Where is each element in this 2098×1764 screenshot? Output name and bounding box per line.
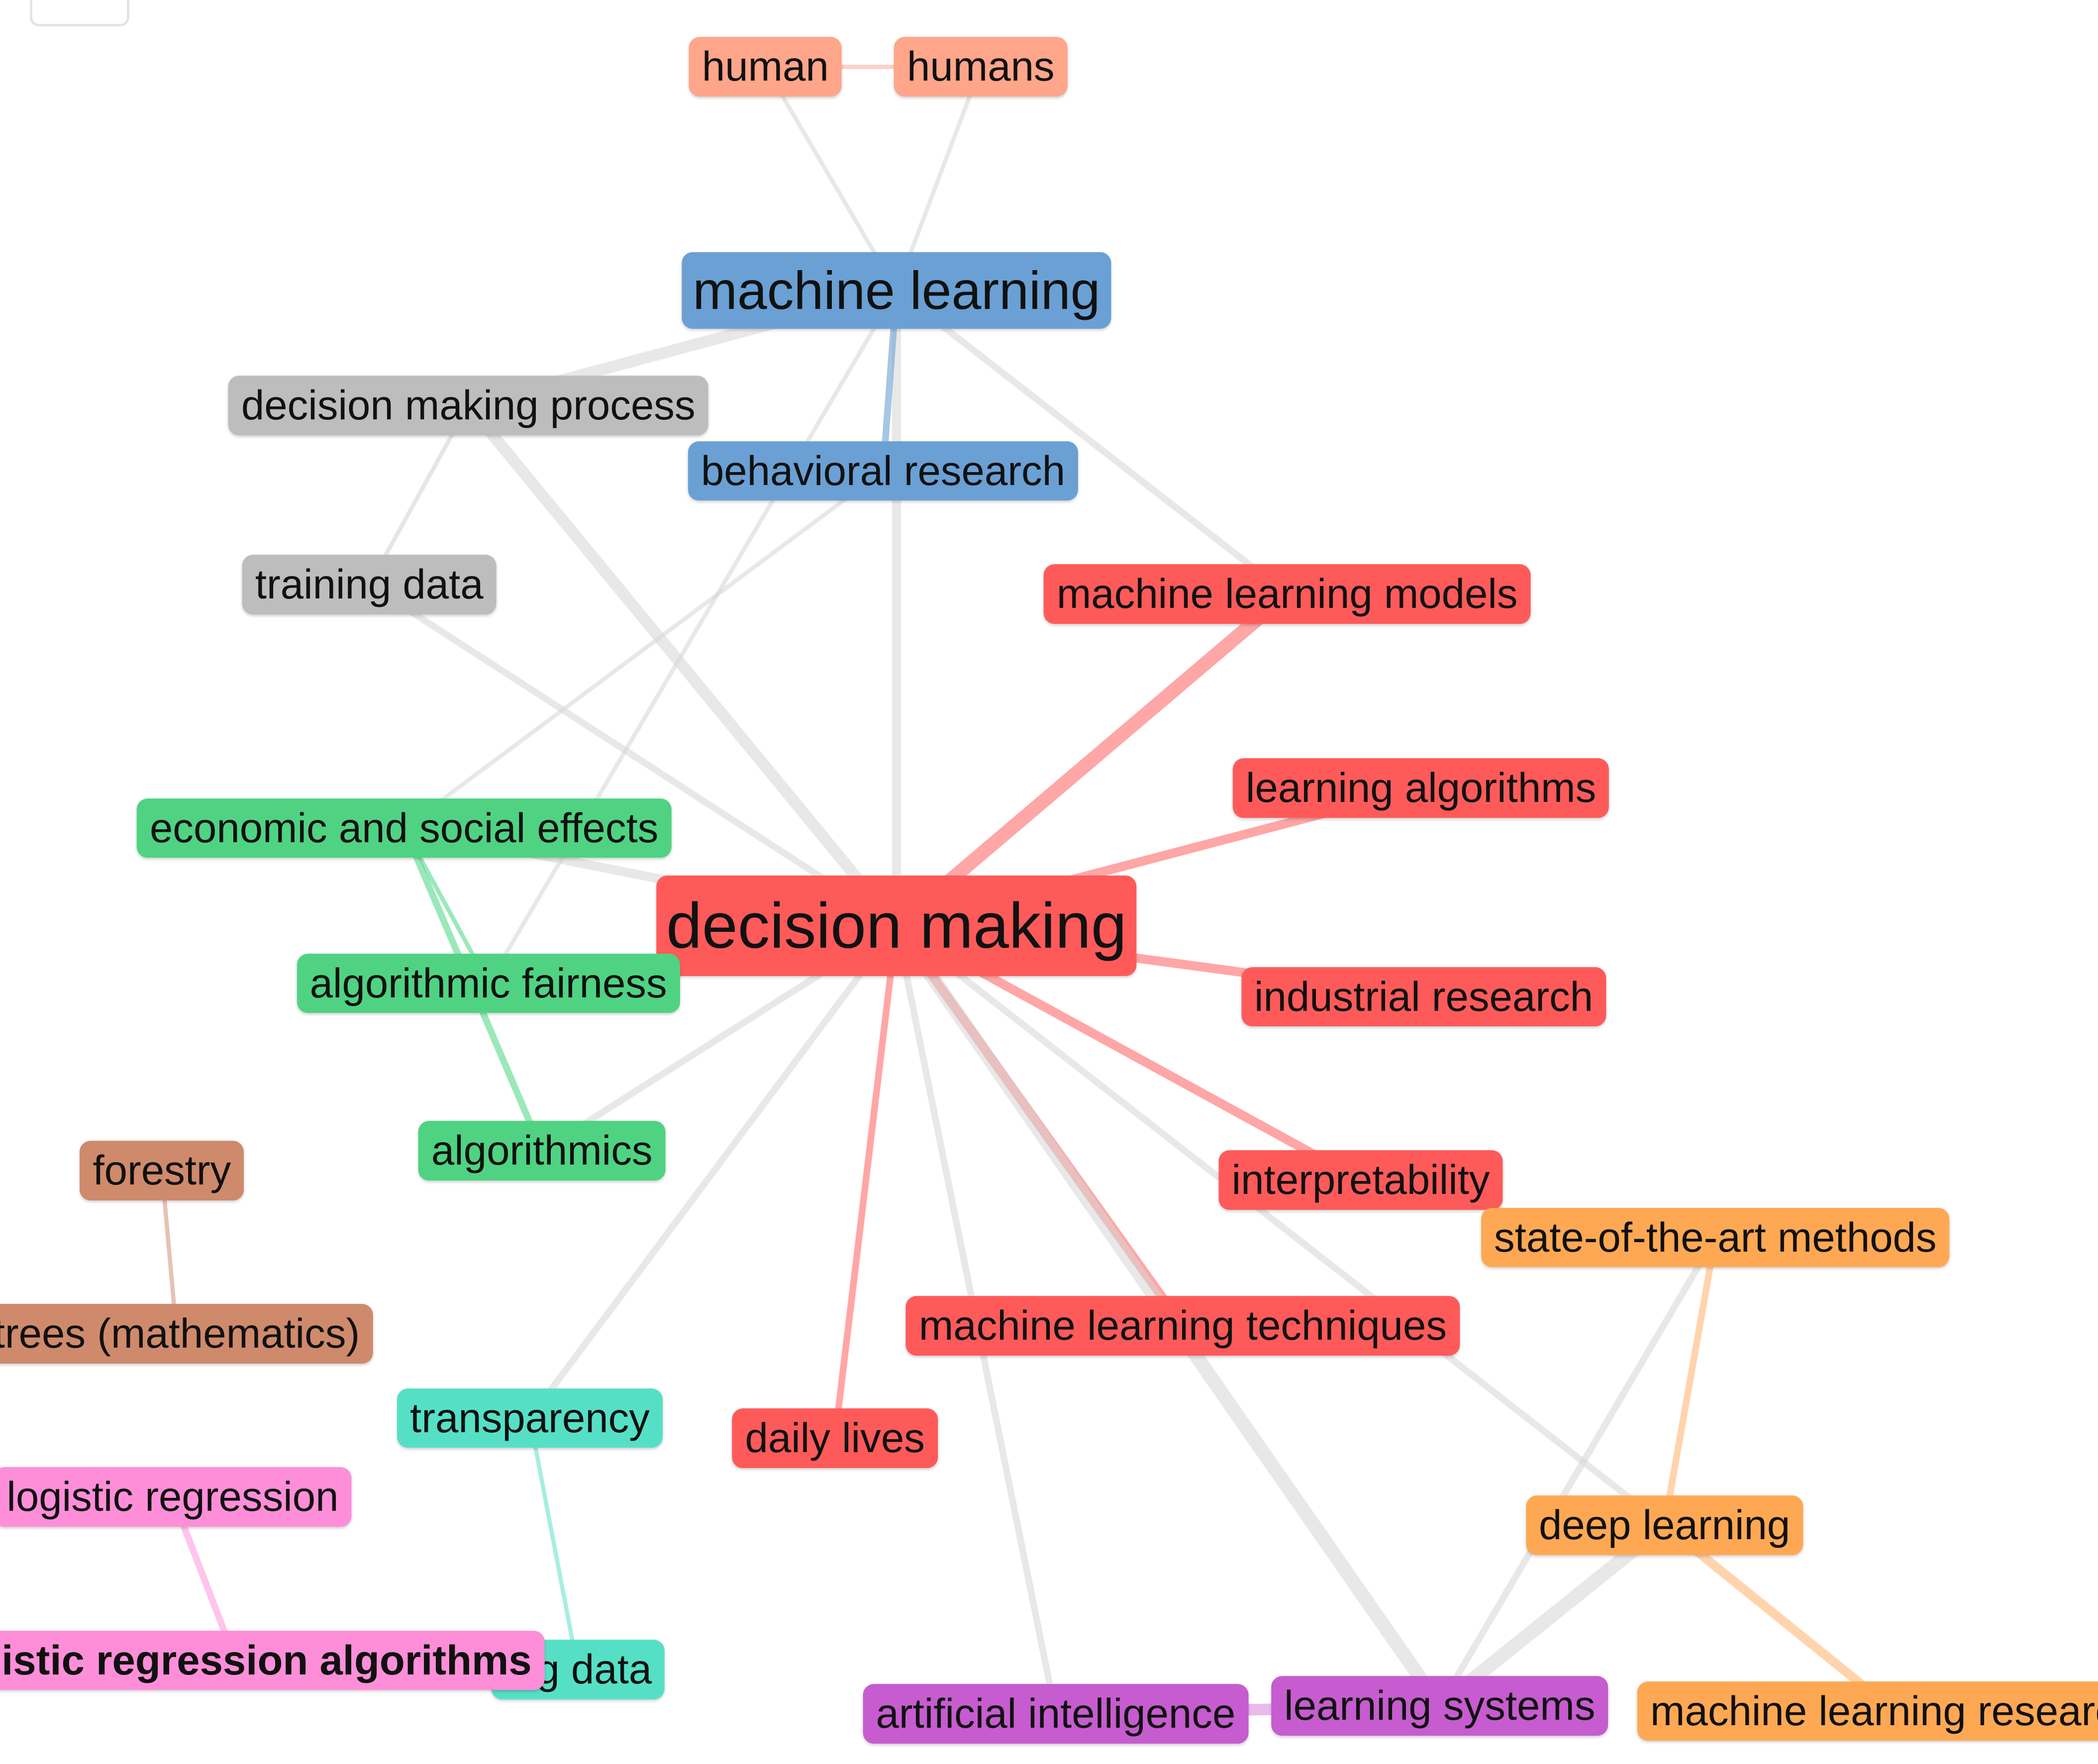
node-state-of-the-art-methods[interactable]: state-of-the-art methods [1481,1207,1950,1268]
edge-behavioral-research-economic-and-social-effects [401,469,886,831]
node-learning-systems[interactable]: learning systems [1271,1676,1608,1736]
node-decision-making[interactable]: decision making [656,876,1137,977]
edge-state-of-the-art-methods-deep-learning [1661,1234,1719,1529]
node-machine-learning-techniques[interactable]: machine learning techniques [905,1296,1460,1356]
node-transparency[interactable]: transparency [397,1388,663,1448]
node-human[interactable]: human [689,37,842,97]
node-logistic-regression[interactable]: logistic regression [0,1467,352,1527]
edge-machine-learning-machine-learning-models [893,287,1291,597]
node-machine-learning-models[interactable]: machine learning models [1043,564,1531,624]
edge-decision-making-machine-learning-models [889,587,1295,933]
node-interpretability[interactable]: interpretability [1218,1150,1503,1210]
edge-decision-making-daily-lives [831,922,900,1442]
node-behavioral-research[interactable]: behavioral research [688,441,1079,501]
edge-decision-making-process-decision-making [462,399,902,932]
node-artificial-intelligence[interactable]: artificial intelligence [863,1684,1249,1744]
node-training-data[interactable]: training data [242,555,497,615]
node-decision-making-process[interactable]: decision making process [228,376,708,435]
edge-decision-making-process-training-data [367,403,471,587]
node-humans[interactable]: humans [894,37,1068,97]
panel-corner-tab [30,0,129,26]
node-economic-and-social-effects[interactable]: economic and social effects [136,798,672,858]
node-daily-lives[interactable]: daily lives [732,1408,938,1468]
edge-machine-learning-algorithmic-fairness [486,288,899,985]
edge-state-of-the-art-methods-learning-systems [1436,1234,1719,1709]
node-algorithmic-fairness[interactable]: algorithmic fairness [297,953,680,1013]
edge-transparency-big-data [527,1416,581,1672]
edge-training-data-decision-making [366,581,900,929]
node-machine-learning[interactable]: machine learning [682,252,1111,329]
node-deep-learning[interactable]: deep learning [1526,1495,1803,1555]
node-algorithmics[interactable]: algorithmics [418,1121,666,1180]
node-logistic-regression-algorithms[interactable]: logistic regression algorithms [0,1630,545,1690]
node-trees-mathematics[interactable]: trees (mathematics) [0,1304,373,1364]
node-forestry[interactable]: forestry [80,1141,244,1201]
node-learning-algorithms[interactable]: learning algorithms [1233,758,1609,818]
edge-deep-learning-learning-systems [1432,1518,1672,1713]
node-industrial-research[interactable]: industrial research [1241,967,1606,1027]
edge-deep-learning-machine-learning-research [1660,1520,1899,1716]
edge-decision-making-deep-learning [893,922,1668,1529]
edge-decision-making-transparency [526,922,900,1422]
node-machine-learning-research[interactable]: machine learning research [1637,1681,2098,1741]
